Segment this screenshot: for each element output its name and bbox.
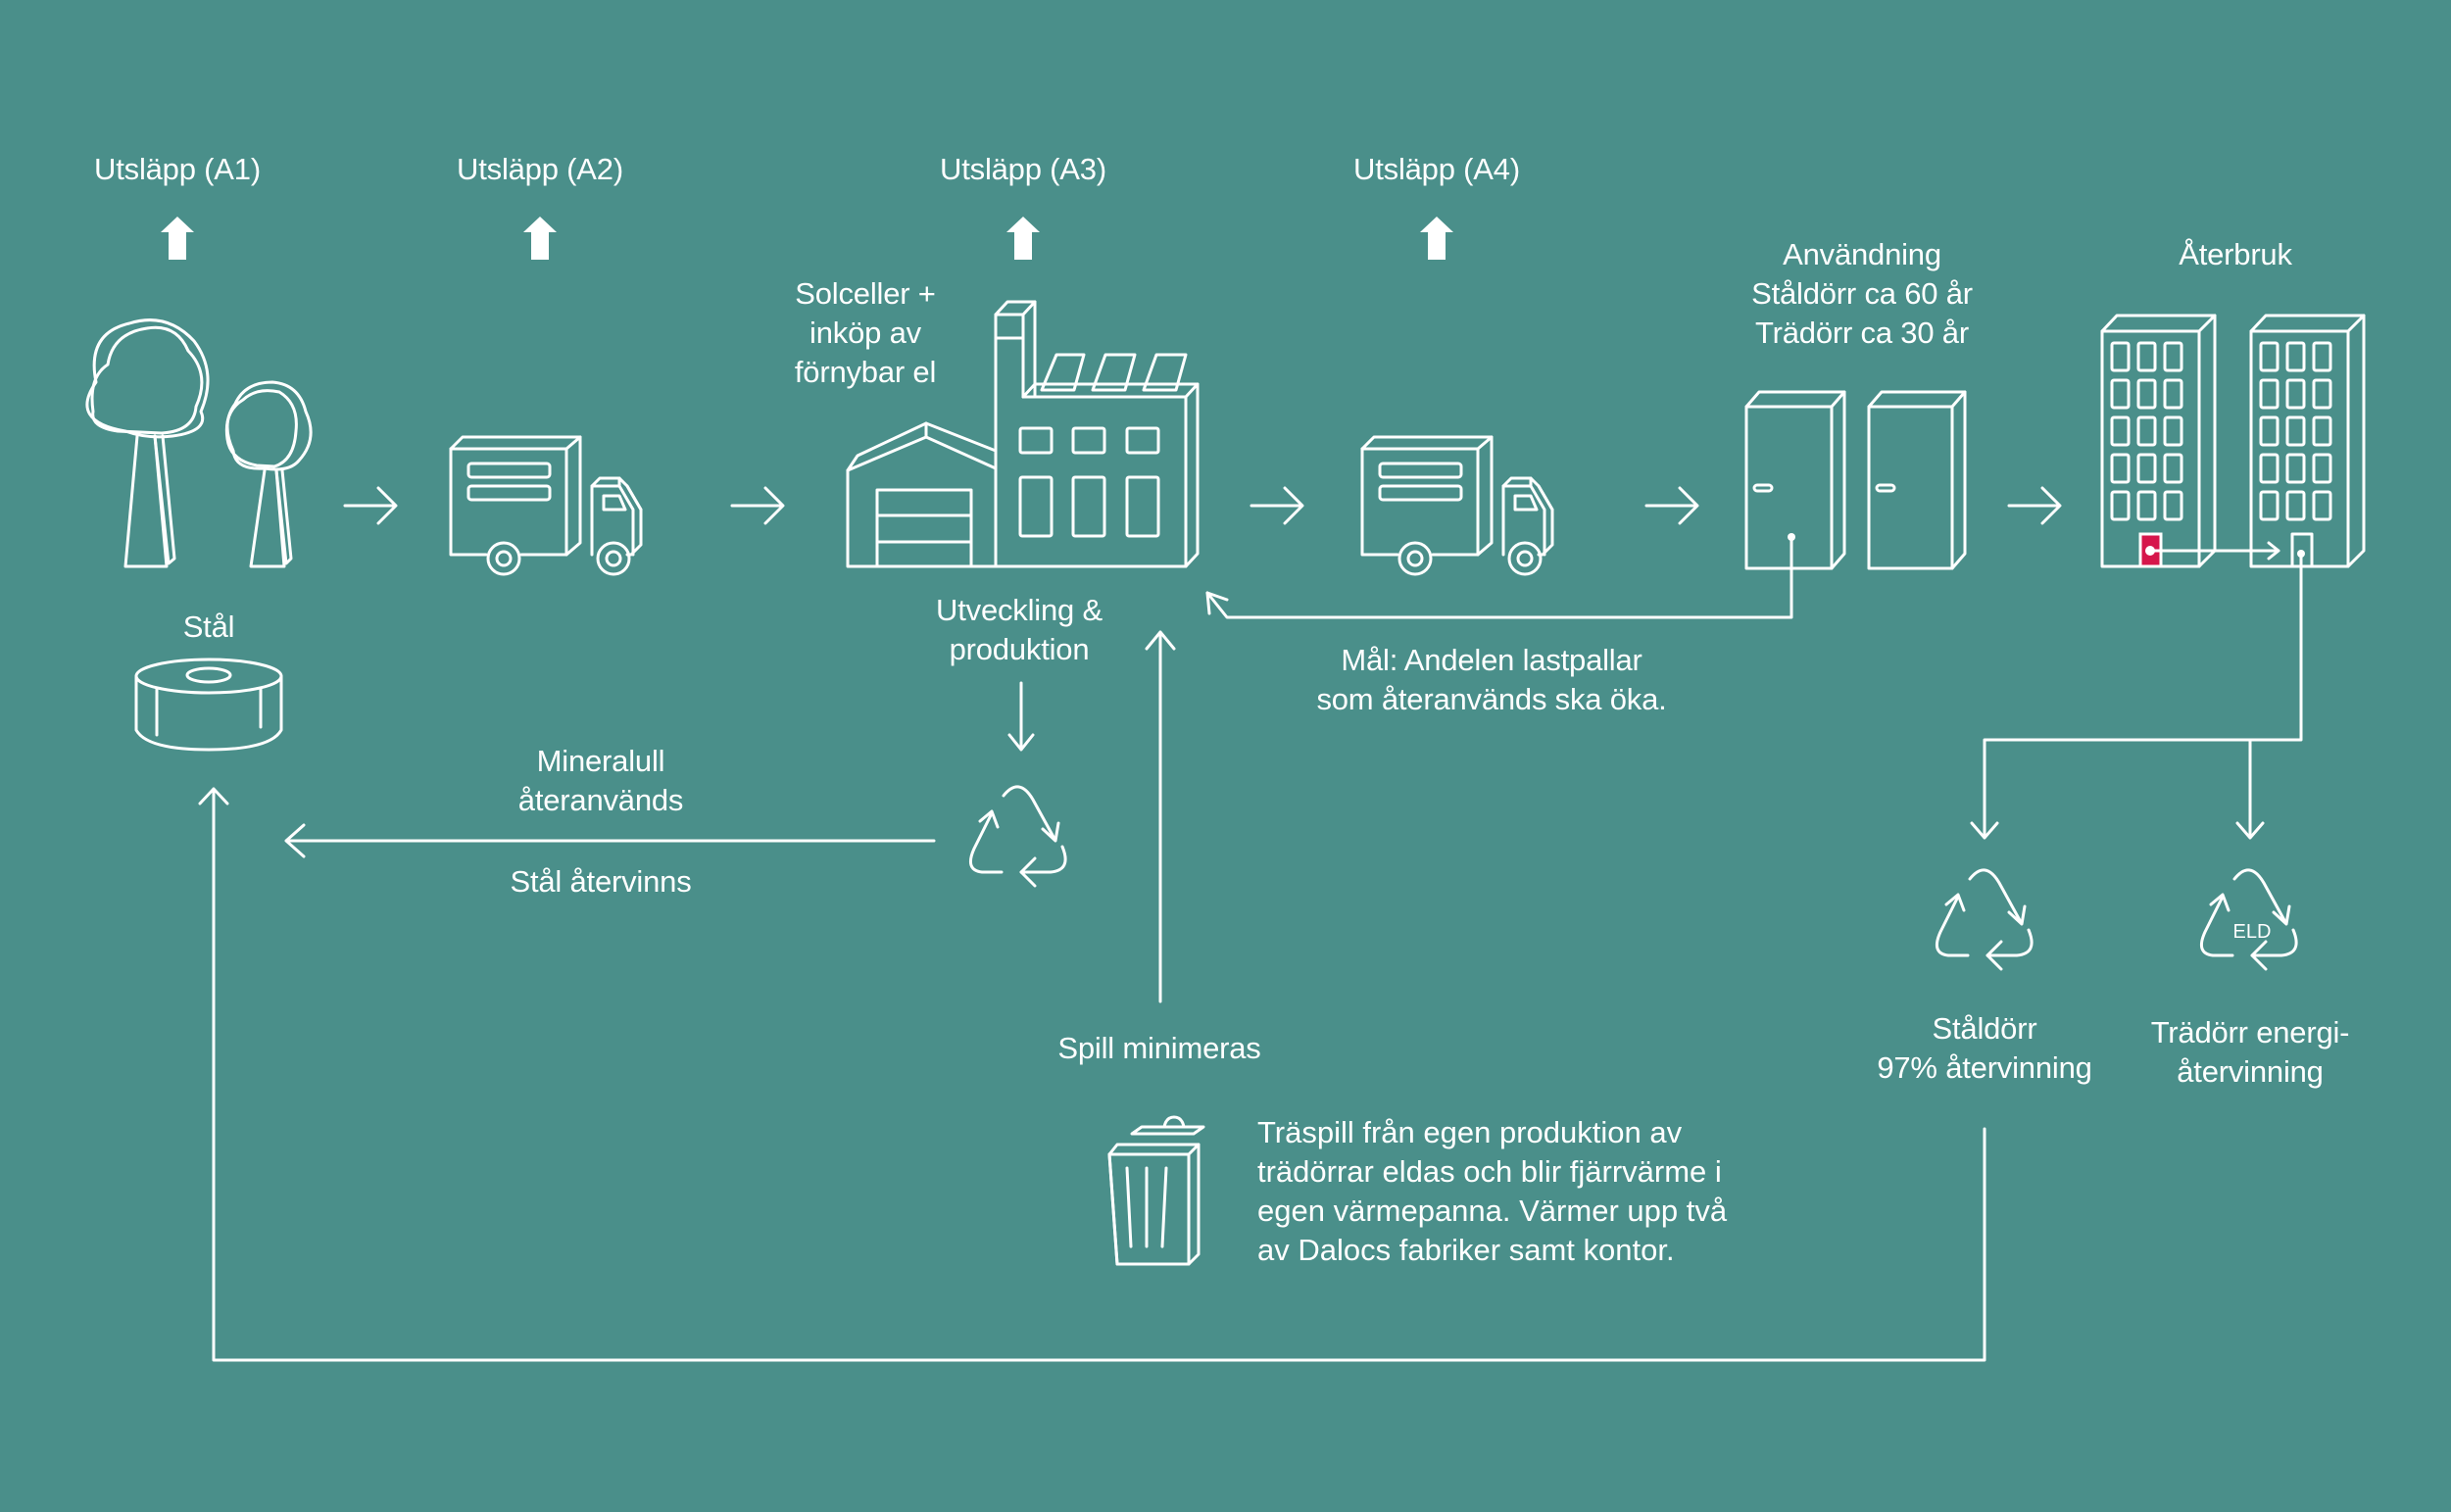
- emission-label-a2: Utsläpp (A2): [457, 152, 623, 186]
- building-window: [2136, 378, 2157, 410]
- steel-door-branch-line: [1970, 552, 2303, 840]
- energy-label: Solceller + inköp av förnybar el: [794, 276, 937, 389]
- steel-coil-icon: [134, 658, 283, 752]
- building-window: [2110, 415, 2131, 447]
- building-window: [2259, 453, 2279, 484]
- flow-arrow-icon: [1644, 486, 1699, 525]
- down-arrow-icon: [1007, 681, 1035, 752]
- material-return-arrow: [284, 823, 936, 858]
- building-window: [2259, 378, 2279, 410]
- usage-label: Användning Ståldörr ca 60 år Trädörr ca …: [1751, 237, 1973, 350]
- building-window: [2312, 378, 2332, 410]
- wood-door-energy-label: Trädörr energi- återvinning: [2150, 1015, 2350, 1089]
- emission-up-arrow-icon-a4: [1420, 217, 1453, 260]
- emission-label-a4: Utsläpp (A4): [1353, 152, 1520, 186]
- emission-label-a3: Utsläpp (A3): [940, 152, 1106, 186]
- recycle-icon-steel-door: [1935, 868, 2034, 971]
- steel-recycled-label: Stål återvinns: [510, 864, 692, 899]
- building-window: [2312, 453, 2332, 484]
- building-window: [2163, 378, 2183, 410]
- building-window: [2110, 341, 2131, 372]
- flow-arrow-icon: [343, 486, 398, 525]
- waste-up-arrow: [1145, 630, 1176, 1003]
- truck-icon-a4: [1360, 435, 1554, 576]
- trash-can-icon: [1107, 1115, 1205, 1266]
- eld-badge: ELD: [2233, 921, 2272, 943]
- pallet-return-arrowhead-icon: [1205, 591, 1229, 615]
- truck-icon-a2: [449, 435, 643, 576]
- building-window: [2136, 490, 2157, 521]
- flow-arrow-icon: [1250, 486, 1304, 525]
- building-window: [2285, 490, 2306, 521]
- waste-minimized-label: Spill minimeras: [1057, 1031, 1261, 1065]
- building-window: [2136, 341, 2157, 372]
- building-window: [2259, 415, 2279, 447]
- steel-recycle-loop: [198, 787, 1986, 1362]
- building-window: [2163, 415, 2183, 447]
- building-windows: [2110, 341, 2332, 521]
- building-window: [2259, 341, 2279, 372]
- wood-waste-description: Träspill från egen produktion av trädörr…: [1257, 1115, 1728, 1267]
- building-window: [2312, 415, 2332, 447]
- recycle-icon-production: [968, 785, 1067, 888]
- reuse-label: Återbruk: [2179, 237, 2292, 271]
- pallet-goal-label: Mål: Andelen lastpallar som återanvänds …: [1316, 643, 1667, 716]
- pallet-return-line: [1205, 535, 1793, 619]
- flow-arrow-icon: [2007, 486, 2062, 525]
- buildings-icon: [2100, 314, 2366, 568]
- steel-label: Stål: [182, 610, 235, 644]
- building-window: [2136, 415, 2157, 447]
- doors-icon: [1744, 390, 1967, 570]
- emission-up-arrow-icon-a2: [523, 217, 557, 260]
- building-window: [2259, 490, 2279, 521]
- production-label: Utveckling & produktion: [936, 593, 1103, 666]
- building-window: [2285, 341, 2306, 372]
- building-window: [2163, 453, 2183, 484]
- factory-icon: [846, 300, 1200, 568]
- wood-door-branch-line: [2235, 738, 2265, 840]
- emission-label-a1: Utsläpp (A1): [94, 152, 261, 186]
- building-window: [2285, 378, 2306, 410]
- flow-arrow-icon: [730, 486, 785, 525]
- building-window: [2285, 415, 2306, 447]
- building-window: [2110, 378, 2131, 410]
- emission-up-arrow-icon-a1: [161, 217, 194, 260]
- emission-up-arrow-icon-a3: [1006, 217, 1040, 260]
- building-window: [2110, 453, 2131, 484]
- building-window: [2163, 341, 2183, 372]
- building-window: [2312, 341, 2332, 372]
- recycle-eld-icon: [2199, 868, 2298, 971]
- building-window: [2312, 490, 2332, 521]
- building-window: [2163, 490, 2183, 521]
- steel-door-recycling-label: Ståldörr 97% återvinning: [1877, 1011, 2092, 1085]
- building-window: [2285, 453, 2306, 484]
- mineral-wool-label: Mineralull återanvänds: [517, 744, 684, 817]
- building-window: [2136, 453, 2157, 484]
- trees-icon: [85, 318, 313, 568]
- building-window: [2110, 490, 2131, 521]
